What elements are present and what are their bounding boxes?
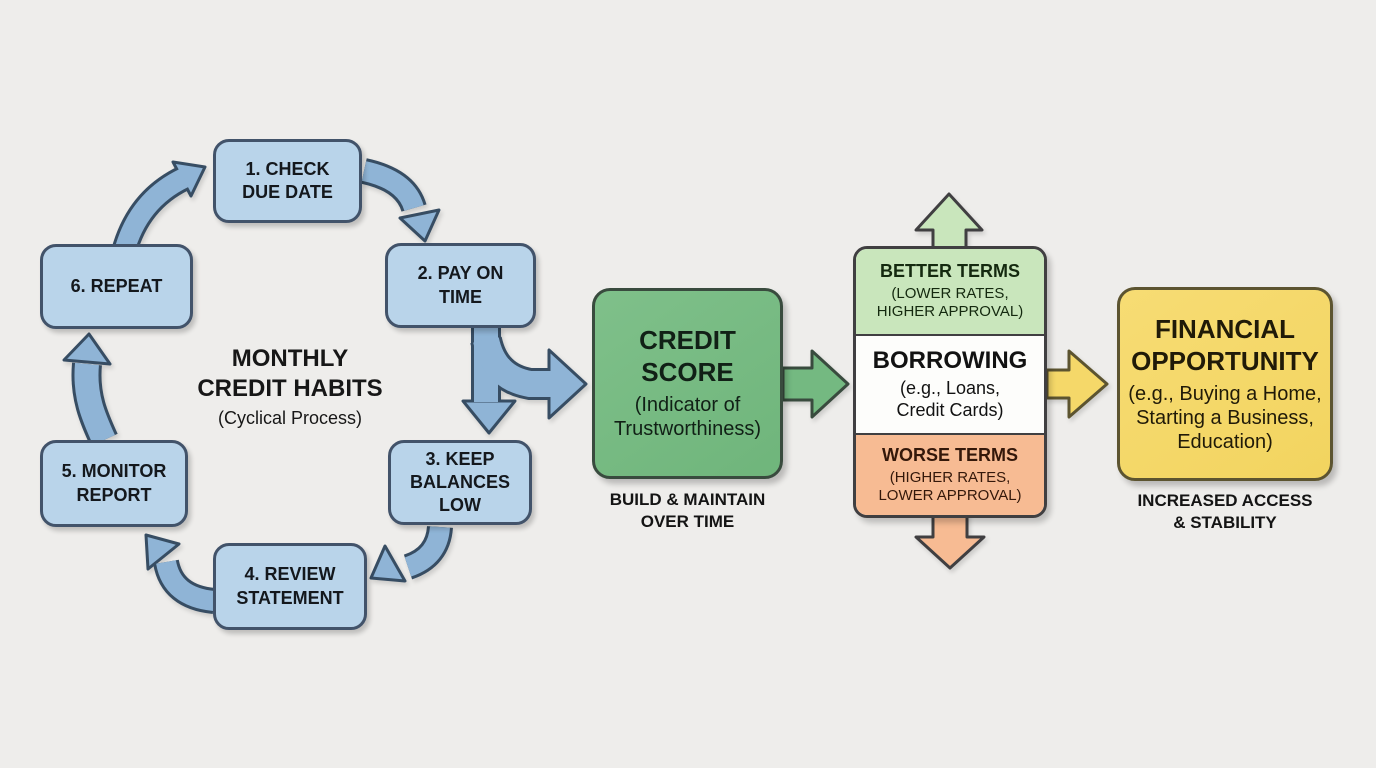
credit-score-box: CREDIT SCORE (Indicator of Trustworthine… bbox=[592, 288, 783, 479]
arrowhead-5-to-6 bbox=[62, 332, 112, 366]
arrowhead-1-to-2 bbox=[398, 208, 441, 243]
better-terms-title: BETTER TERMS bbox=[879, 261, 1020, 282]
cycle-box-repeat: 6. REPEAT bbox=[40, 244, 193, 329]
cycle-box-keep-balances-low: 3. KEEP BALANCES LOW bbox=[388, 440, 532, 525]
cycle-box-review-statement: 4. REVIEW STATEMENT bbox=[213, 543, 367, 630]
borrowing-subtitle: (e.g., Loans, Credit Cards) bbox=[896, 377, 1004, 420]
better-terms-panel: BETTER TERMS (LOWER RATES, HIGHER APPROV… bbox=[856, 249, 1044, 334]
arrow-borrowing-to-financial bbox=[1045, 349, 1109, 419]
worse-terms-title: WORSE TERMS bbox=[881, 444, 1018, 465]
cycle-title-line2: CREDIT HABITS bbox=[197, 374, 383, 402]
arrow-3-to-4-band bbox=[404, 525, 450, 577]
cycle-box-check-due-date: 1. CHECK DUE DATE bbox=[213, 139, 362, 223]
cycle-title-line1: MONTHLY bbox=[231, 344, 349, 372]
cycle-subtitle: (Cyclical Process) bbox=[217, 407, 363, 428]
arrowhead-4-to-5 bbox=[144, 533, 181, 571]
borrowing-title: BORROWING bbox=[872, 347, 1028, 375]
arrowhead-2-to-score bbox=[547, 348, 588, 420]
arrow-1-to-2-band bbox=[361, 161, 424, 212]
financial-opportunity-box: FINANCIAL OPPORTUNITY (e.g., Buying a Ho… bbox=[1117, 287, 1333, 481]
borrowing-stack: BETTER TERMS (LOWER RATES, HIGHER APPROV… bbox=[853, 246, 1047, 518]
better-terms-up-arrow bbox=[914, 192, 984, 254]
better-terms-subtitle: (LOWER RATES, HIGHER APPROVAL) bbox=[876, 285, 1024, 321]
credit-score-title: CREDIT SCORE bbox=[639, 325, 736, 388]
arrow-5-to-6-band bbox=[74, 362, 115, 445]
borrowing-panel: BORROWING (e.g., Loans, Credit Cards) bbox=[856, 334, 1044, 435]
financial-caption: INCREASED ACCESS & STABILITY bbox=[1137, 491, 1313, 533]
worse-terms-panel: WORSE TERMS (HIGHER RATES, LOWER APPROVA… bbox=[856, 435, 1044, 515]
credit-score-caption: BUILD & MAINTAIN OVER TIME bbox=[609, 490, 766, 532]
arrow-score-to-borrowing bbox=[781, 349, 850, 419]
credit-score-subtitle: (Indicator of Trustworthiness) bbox=[613, 393, 762, 441]
arrow-2-to-score-band bbox=[473, 336, 553, 397]
worse-terms-subtitle: (HIGHER RATES, LOWER APPROVAL) bbox=[878, 468, 1022, 504]
financial-subtitle: (e.g., Buying a Home, Starting a Busines… bbox=[1128, 382, 1322, 453]
cycle-box-pay-on-time: 2. PAY ON TIME bbox=[385, 243, 536, 328]
arrow-6-to-1-band bbox=[114, 168, 189, 255]
arrowhead-2-down bbox=[461, 399, 517, 435]
arrow-4-to-5-band bbox=[156, 559, 216, 611]
cycle-title: MONTHLY CREDIT HABITS (Cyclical Process) bbox=[168, 340, 412, 432]
financial-title: FINANCIAL OPPORTUNITY bbox=[1131, 314, 1319, 376]
worse-terms-down-arrow bbox=[914, 510, 986, 570]
cycle-box-monitor-report: 5. MONITOR REPORT bbox=[40, 440, 188, 527]
arrowhead-3-to-4 bbox=[369, 544, 407, 583]
